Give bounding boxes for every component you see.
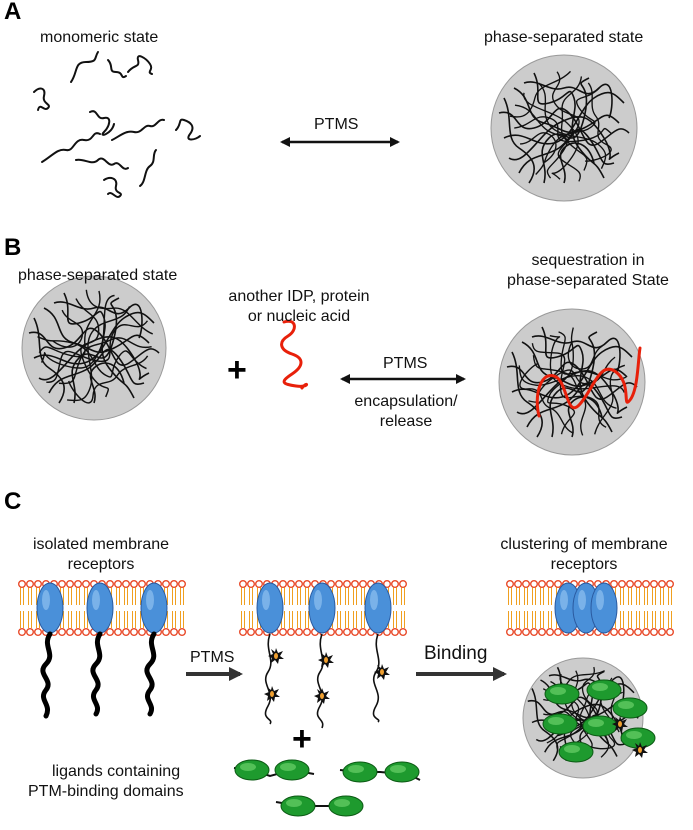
phase-separated-state-label-a: phase-separated state: [484, 29, 644, 46]
ptms-label-c: PTMS: [190, 649, 235, 666]
sequestration-label-line2: phase-separated State: [507, 272, 669, 289]
monomer-chain: [33, 87, 50, 111]
monomer-chain: [107, 59, 127, 79]
monomer-chain: [111, 118, 165, 141]
panel-label-c: C: [4, 488, 22, 515]
monomer-chain: [139, 149, 157, 187]
panel-label-b: B: [4, 234, 22, 261]
monomer-chain: [89, 110, 115, 136]
ptms-label-b: PTMS: [383, 355, 428, 372]
partner-label-line1: another IDP, protein: [228, 288, 370, 305]
partner-chain: [280, 319, 308, 390]
panel-b-right-droplet: [498, 308, 646, 456]
isolated-receptors-label-line2: receptors: [67, 556, 135, 573]
ptms-label-a: PTMS: [314, 116, 359, 133]
binding-label: Binding: [424, 643, 488, 664]
plus-sign-b: +: [227, 351, 247, 389]
monomer-chains: [33, 51, 201, 198]
panel-label-a: A: [4, 0, 22, 25]
encapsulation-label: encapsulation/: [354, 393, 458, 410]
ligands-label-line2: PTM-binding domains: [28, 783, 184, 800]
monomer-chain: [41, 132, 101, 163]
ligand-domains: [234, 759, 420, 817]
clustering-label-line1: clustering of membrane: [500, 536, 668, 553]
modified-receptors: [256, 582, 392, 729]
monomer-chain: [103, 177, 122, 198]
monomeric-state-label: monomeric state: [40, 29, 159, 46]
panel-b-left-droplet: [16, 271, 172, 425]
partner-label-line2: or nucleic acid: [247, 308, 351, 325]
isolated-receptors-label-line1: isolated membrane: [32, 536, 170, 553]
phase-separated-state-label-b: phase-separated state: [18, 267, 178, 284]
isolated-receptors: [36, 582, 168, 719]
ligands-label-line1: ligands containing: [52, 763, 181, 780]
monomer-chain: [175, 118, 201, 141]
plus-sign-c: +: [292, 720, 312, 758]
panel-a-droplet: [490, 54, 638, 202]
clustered-receptors: [522, 582, 656, 779]
clustering-label-line2: receptors: [550, 556, 618, 573]
monomer-chain: [75, 157, 129, 170]
release-label: release: [379, 413, 433, 430]
sequestered-partner-chain: [535, 346, 642, 418]
sequestration-label-line1: sequestration in: [531, 252, 645, 269]
monomer-chain: [127, 55, 153, 75]
monomer-chain: [70, 51, 99, 83]
